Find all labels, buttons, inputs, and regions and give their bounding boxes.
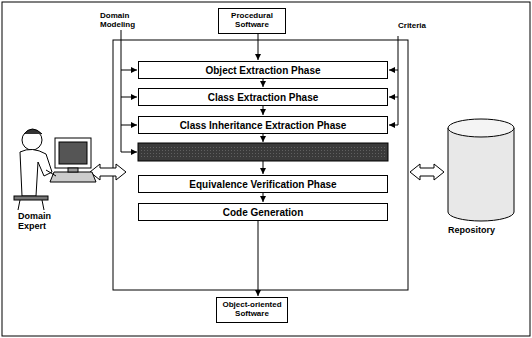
io-box: Object-oriented Software [216,297,288,323]
system-box [113,40,408,290]
node-text: Procedural Software [222,12,282,30]
label-text: Repository [448,226,495,236]
flow-arrow [263,79,264,87]
label-text: Domain Modeling [100,12,150,30]
node-text: Equivalence Verification Phase [189,179,336,190]
node-text: Class Extraction Phase [208,92,319,103]
flow-arrow [258,221,259,296]
node-text: Class Inheritance Extraction Phase [180,120,347,131]
node-text: Object-oriented Software [220,301,284,319]
flow-arrow [263,161,264,174]
phase-box: Object Extraction Phase [138,61,388,79]
node-text: Object Extraction Phase [205,65,320,76]
shaded-texture [140,145,386,159]
flow-arrow [263,134,264,142]
flow-arrow [263,193,264,202]
phase-box: Equivalence Verification Phase [138,175,388,193]
flow-arrow [263,106,264,115]
domain-modeling-lines [121,30,137,152]
repository-cylinder [448,119,514,221]
flow-arrow [258,34,259,60]
io-box: Procedural Software [218,8,286,34]
shaded-phase-bar [138,143,388,161]
double-arrow [410,164,444,180]
domain-expert-figure [14,129,96,210]
phase-box: Code Generation [138,203,388,221]
double-arrow [90,164,126,180]
label-text: Domain Expert [18,212,68,232]
phase-box: Class Inheritance Extraction Phase [138,116,388,134]
node-text: Code Generation [223,207,304,218]
phase-box: Class Extraction Phase [138,88,388,106]
label-text: Criteria [398,22,426,31]
criteria-lines [389,36,398,125]
